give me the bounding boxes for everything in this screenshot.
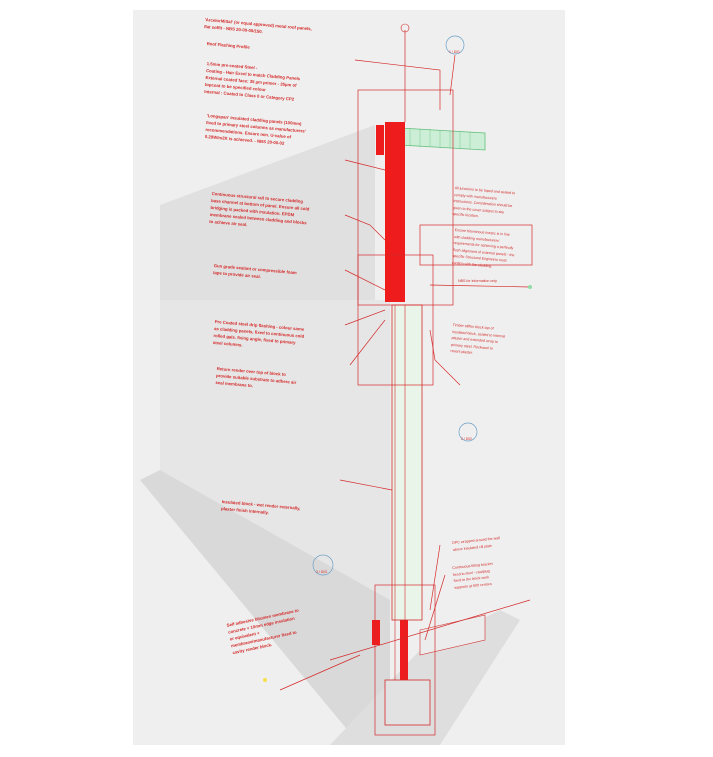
cladding-panel-section — [385, 122, 405, 302]
origin-marker — [263, 678, 267, 682]
section-tag-2: 2 / D02 — [461, 437, 472, 441]
note-nbs: NBS for information only — [458, 279, 497, 283]
leader-lines — [279, 30, 531, 691]
concrete-foundation — [384, 679, 431, 726]
note-fitting-bracket: Continuous fitting bracket fixed to stee… — [452, 561, 493, 590]
section-tag-1: 1 / D01 — [449, 50, 460, 54]
floor-slab — [330, 610, 520, 745]
dpc-membrane — [372, 620, 380, 645]
level-marker — [400, 23, 410, 33]
insulation-hatch — [409, 128, 471, 149]
section-tag-circle-3 — [312, 554, 334, 576]
section-tag-circle-1 — [445, 35, 465, 55]
note-bituminous-mastic: Ensure bituminous mastic is in line with… — [451, 227, 515, 268]
upper-wall-face — [160, 125, 375, 300]
note-junctions: All junctions to be taped and sealed to … — [452, 185, 516, 219]
green-marker — [528, 285, 532, 289]
lower-wall-face — [160, 300, 390, 600]
note-timber-block: Timber stiffen block top of insulated bl… — [450, 322, 506, 355]
flashing-profile — [376, 125, 384, 155]
section-tag-3: 3 / D03 — [316, 570, 327, 574]
foundation-upstand — [400, 620, 408, 690]
insulated-block-wall — [391, 304, 423, 621]
ground-slab-shadow — [140, 470, 390, 745]
section-tag-circle-2 — [458, 422, 478, 442]
